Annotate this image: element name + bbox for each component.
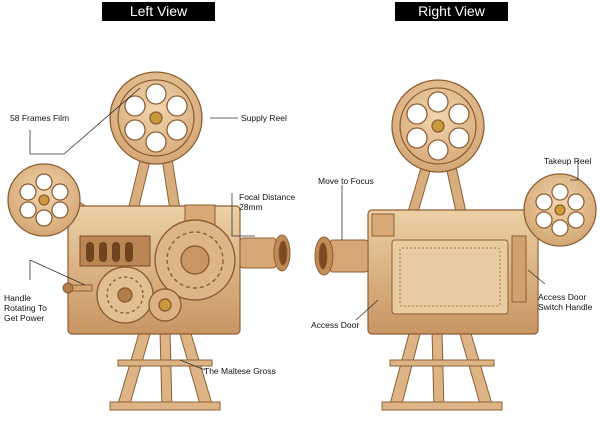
right-projector-body [367,209,539,335]
callout-takeup-reel: Takeup Reel [544,156,592,166]
callout-maltese-cross: The Maltese Gross [204,366,276,376]
left-side-reel [7,163,81,237]
left-gear-train [96,219,236,324]
left-lens [239,234,291,272]
callout-access-door: Access Door [311,320,360,330]
right-projector [314,79,597,411]
handle-crank [62,282,93,294]
left-view-title: Left View [102,2,215,21]
right-view-title: Right View [395,2,508,21]
right-takeup-reel-top [391,79,485,173]
right-side-reel [523,173,597,247]
right-lens [314,236,369,276]
callout-move-to-focus: Move to Focus [318,176,374,186]
callout-access-door-switch-handle: Access Door Switch Handle [538,292,593,312]
callout-58-frames-film: 58 Frames Film [10,113,70,123]
callout-supply-reel: Supply Reel [241,113,287,123]
left-projector [7,71,291,411]
callout-focal-distance: Focal Distance 28mm [239,192,296,212]
callout-leader-lines [29,87,579,371]
callout-handle-rotating: Handle Rotating To Get Power [4,293,47,323]
left-supply-reel [109,71,203,165]
